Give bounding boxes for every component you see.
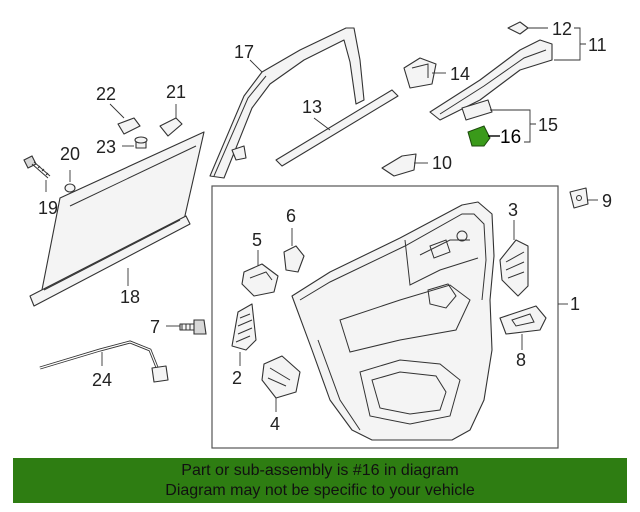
callout-24: 24: [92, 370, 112, 390]
part-5: [241, 263, 279, 297]
door-trim-panel: [291, 201, 495, 441]
parts-diagram: 1 2 3 4 5 6: [23, 19, 612, 449]
part-16-highlighted: [467, 125, 491, 147]
callout-14: 14: [450, 64, 470, 84]
part-15: [461, 99, 493, 121]
part-21: [159, 117, 183, 137]
part-4: [261, 355, 301, 399]
part-7-bolt: [179, 319, 207, 335]
callout-5: 5: [252, 230, 262, 250]
callout-10: 10: [432, 153, 452, 173]
part-17-window-frame: [209, 27, 365, 179]
callout-13: 13: [302, 97, 322, 117]
leader-13: [313, 117, 331, 131]
callout-1: 1: [570, 294, 580, 314]
part-9: [569, 187, 589, 209]
callout-16: 16: [500, 127, 521, 148]
part-8: [499, 305, 547, 335]
banner-line-2: Diagram may not be specific to your vehi…: [165, 482, 475, 499]
part-22: [117, 117, 141, 135]
callout-22: 22: [96, 84, 116, 104]
part-2: [231, 303, 257, 351]
callout-19: 19: [38, 198, 58, 218]
callout-17: 17: [234, 42, 254, 62]
part-14: [403, 57, 437, 89]
leader-15: [490, 109, 536, 143]
callout-4: 4: [270, 414, 280, 434]
callout-8: 8: [516, 350, 526, 370]
part-23: [134, 136, 148, 149]
leader-11: [554, 27, 586, 61]
part-20-washer: [64, 183, 76, 193]
part-11-molding: [429, 39, 553, 121]
callout-3: 3: [508, 200, 518, 220]
callout-12: 12: [552, 19, 572, 39]
part-13-strip: [275, 89, 399, 167]
door-panel-frame: [211, 185, 559, 449]
leader-22: [109, 103, 125, 119]
callout-18: 18: [120, 287, 140, 307]
callout-9: 9: [602, 191, 612, 211]
part-19-screw: [23, 155, 51, 179]
info-banner: Part or sub-assembly is #16 in diagram D…: [13, 458, 627, 503]
banner-line-1: Part or sub-assembly is #16 in diagram: [181, 462, 459, 479]
callout-7: 7: [150, 317, 160, 337]
callout-20: 20: [60, 144, 80, 164]
part-12: [507, 21, 529, 35]
callout-21: 21: [166, 82, 186, 102]
callout-15: 15: [538, 115, 558, 135]
part-6: [283, 245, 305, 273]
callout-23: 23: [96, 137, 116, 157]
part-3: [499, 239, 529, 297]
callout-6: 6: [286, 206, 296, 226]
callout-11: 11: [588, 35, 607, 55]
callout-2: 2: [232, 368, 242, 388]
part-10: [381, 153, 417, 177]
part-18-sunshade: [29, 131, 205, 307]
leader-17: [249, 59, 263, 73]
part-24-cable: [39, 340, 169, 383]
